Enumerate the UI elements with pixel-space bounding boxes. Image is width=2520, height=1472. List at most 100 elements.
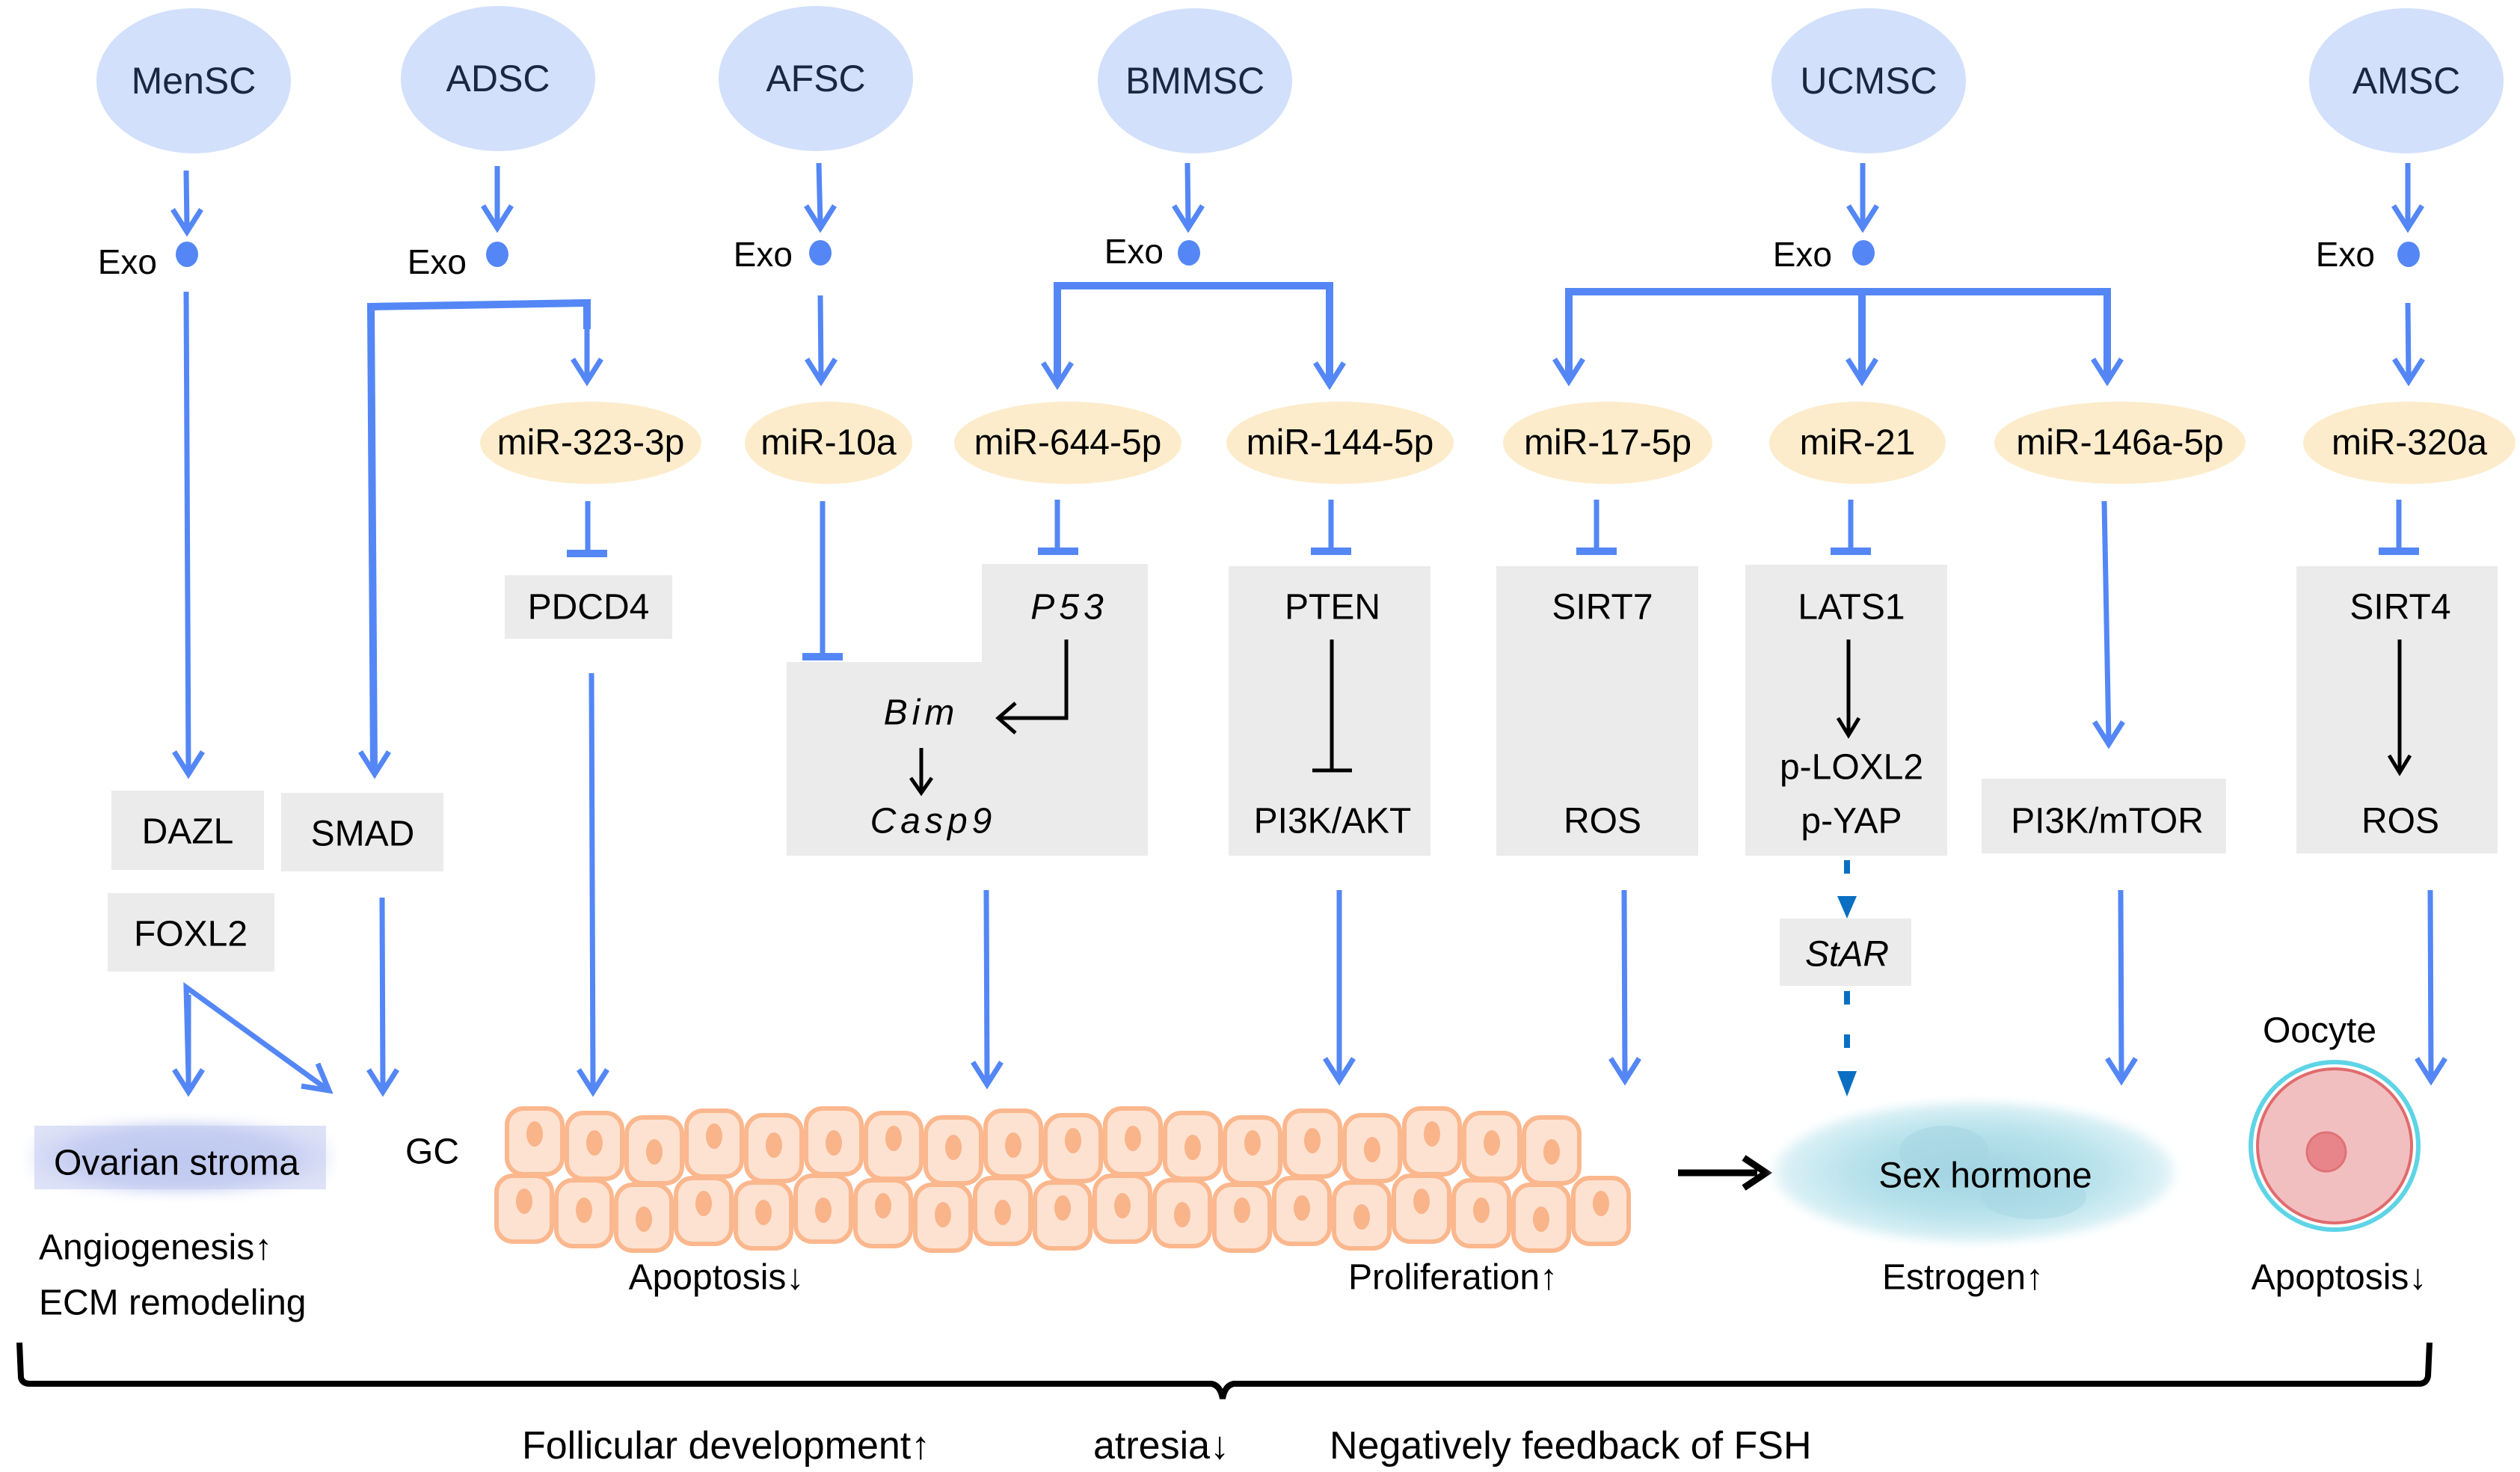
gene-label-star: StAR (1805, 935, 1889, 975)
arrow-head-icon (358, 750, 391, 779)
cell-nucleus (826, 1130, 842, 1156)
exo-label: Exo (1104, 232, 1164, 271)
summary-atresia: atresia↓ (1093, 1424, 1229, 1468)
mirna-row: miR-323-3p miR-10a miR-644-5p miR-144-5p… (480, 402, 2516, 484)
arrow-head-icon (2415, 1057, 2447, 1086)
arrow-line (816, 162, 823, 225)
ovarian-stroma-label: Ovarian stroma (54, 1144, 299, 1183)
mirna-ellipse (1226, 402, 1454, 484)
gene-box-star (1780, 919, 1911, 986)
arrow-line (998, 640, 1069, 720)
cell-nucleus (1114, 1193, 1131, 1218)
source-amsc: AMSC (2309, 8, 2504, 153)
arrow-line (379, 897, 386, 1089)
arrow-line (1621, 889, 1628, 1078)
cell-nucleus (935, 1202, 951, 1227)
mirna-ellipse (1769, 402, 1946, 484)
gene-box-dazl (111, 791, 264, 870)
cell-nucleus (526, 1121, 543, 1147)
mirna-label: miR-17-5p (1524, 423, 1691, 463)
oocyte: Oocyte (2249, 1011, 2421, 1232)
branch-line (1054, 282, 1333, 381)
arrow-line (2405, 302, 2412, 378)
mirna-label: miR-146a-5p (2016, 423, 2223, 463)
sex-hormone: Sex hormone (1772, 1101, 2176, 1243)
cell-nucleus (945, 1135, 962, 1160)
arrow-head-icon (301, 1062, 334, 1094)
arrow-head-icon (995, 702, 1017, 735)
gene-box-smad (281, 793, 443, 871)
arrow-head-icon (172, 750, 205, 779)
arrow-head-icon (1552, 358, 1585, 387)
cell-nucleus (1424, 1121, 1440, 1147)
cell-nucleus (1543, 1139, 1560, 1165)
arrow-head-icon (2091, 358, 2124, 387)
exo-connectors (172, 282, 2425, 779)
gene-boxes: DAZL FOXL2 SMAD PDCD4 P53 Bim Casp9 PTEN… (108, 564, 2498, 986)
cell-nucleus (1593, 1191, 1609, 1216)
outcome-oocyte-apoptosis: Apoptosis↓ (2252, 1258, 2427, 1298)
source-ellipse (2309, 8, 2504, 153)
arrow-head-icon (481, 204, 514, 233)
gene-label-sirt7: SIRT7 (1552, 588, 1653, 628)
arrow-head-icon (2105, 1057, 2138, 1086)
exosome-dot-icon (176, 242, 198, 267)
arrow-head-icon (1742, 1155, 1773, 1191)
gene-box-sirt7 (1496, 566, 1698, 856)
arrow-line (1184, 162, 1191, 225)
arrow-line (588, 672, 596, 1089)
gene-label-smad: SMAD (311, 815, 415, 854)
summary-bracket (16, 1342, 2433, 1399)
cell-nucleus (646, 1139, 663, 1165)
cell-nucleus (885, 1126, 902, 1151)
cell-nucleus (1054, 1195, 1071, 1221)
gene-label-casp9: Casp9 (870, 802, 997, 841)
cell-nucleus (576, 1197, 592, 1223)
cell-nucleus (1125, 1126, 1141, 1151)
cell-nucleus (1304, 1128, 1321, 1153)
cell-nucleus (995, 1200, 1011, 1225)
outcome-ecm-remodeling: ECM remodeling (39, 1284, 306, 1323)
summary: Follicular development↑ atresia↓ Negativ… (522, 1424, 1812, 1468)
summary-follicular-development: Follicular development↑ (522, 1424, 930, 1468)
mirna-mir-644-5p: miR-644-5p (954, 402, 1181, 484)
mirna-label: miR-10a (760, 423, 897, 463)
source-ellipse (401, 6, 595, 151)
cloud-texture (1899, 1126, 1989, 1178)
source-label: ADSC (446, 58, 550, 99)
mirna-label: miR-144-5p (1247, 423, 1434, 463)
cell-nucleus (706, 1123, 722, 1149)
arrow-head-icon (1837, 896, 1857, 919)
exo-label: Exo (408, 242, 467, 281)
gene-label-foxl2: FOXL2 (134, 915, 248, 954)
source-label: UCMSC (1800, 60, 1937, 102)
exo-label: Exo (734, 235, 793, 274)
gene-label-pten: PTEN (1285, 588, 1380, 628)
arrow-head-icon (2391, 204, 2424, 233)
source-ellipse (719, 6, 913, 151)
mirna-ellipse (480, 402, 701, 484)
cell-nucleus (586, 1130, 603, 1156)
cell-nucleus (516, 1189, 532, 1214)
exo-label: Exo (2316, 235, 2375, 274)
mirna-ellipse (2303, 402, 2516, 484)
gene-box-pdcd4 (505, 575, 672, 639)
exo-row: Exo Exo Exo Exo Exo Exo (98, 162, 2424, 281)
arrow-head-icon (971, 1061, 1004, 1090)
arrow-head-icon (1836, 717, 1861, 739)
arrow-head-icon (2387, 754, 2412, 776)
mirna-mir-144-5p: miR-144-5p (1226, 402, 1454, 484)
mirna-ellipse (1503, 402, 1712, 484)
exosome-dot-icon (809, 240, 832, 266)
cell-nucleus (1184, 1135, 1201, 1160)
cell-nucleus (695, 1191, 712, 1216)
arrow-head-icon (2092, 720, 2125, 749)
branch-line (1565, 288, 2111, 378)
mirna-mir-10a: miR-10a (745, 402, 912, 484)
cell-nucleus (1005, 1132, 1021, 1158)
cell-nucleus (1065, 1128, 1081, 1153)
mirna-ellipse (1994, 402, 2246, 484)
arrow-line (2101, 500, 2112, 741)
sex-hormone-label: Sex hormone (1878, 1156, 2092, 1196)
